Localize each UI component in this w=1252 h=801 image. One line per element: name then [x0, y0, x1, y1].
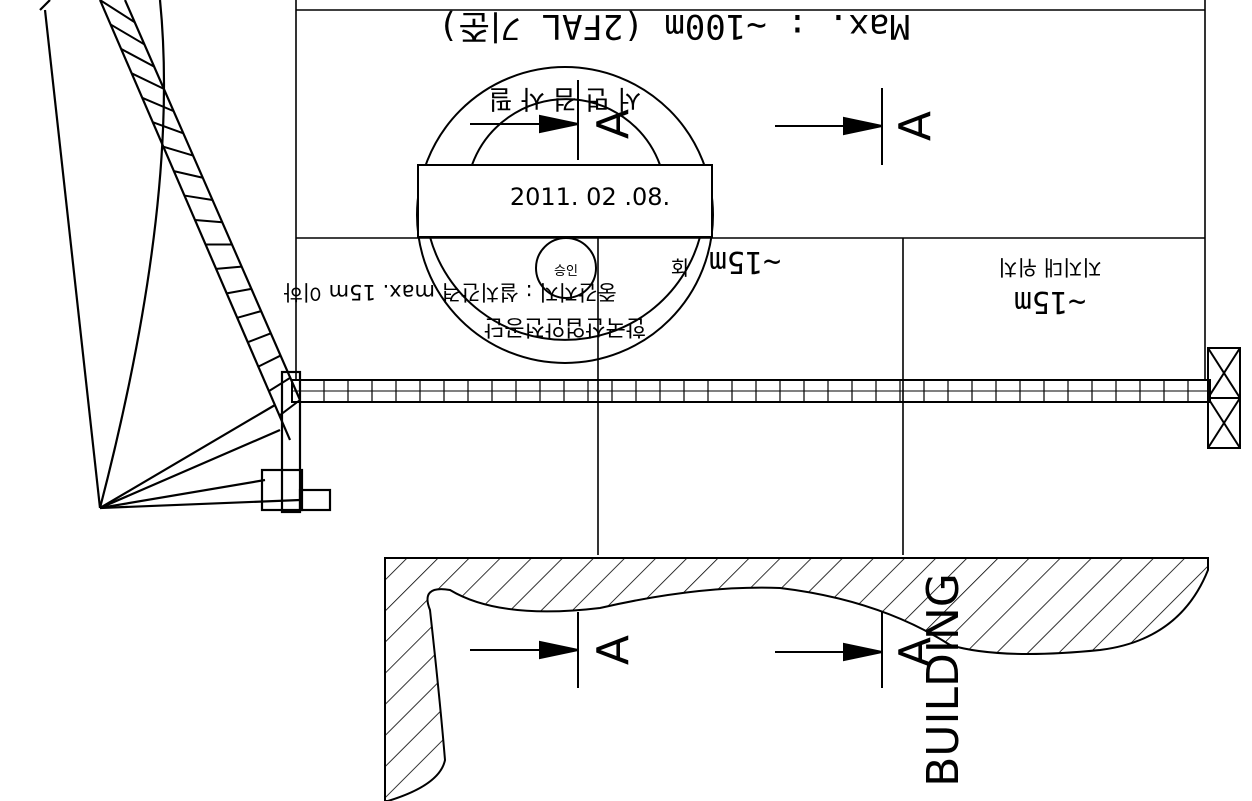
- lattice-brace: [278, 399, 301, 417]
- inspection-stamp: [416, 66, 714, 364]
- boom-end-module: [1207, 347, 1241, 449]
- lattice-crane: [39, 0, 332, 514]
- building-label: BUILDING: [918, 573, 969, 787]
- lattice-brace: [99, 0, 136, 24]
- lattice-brace: [184, 194, 213, 201]
- section-marker-top-left: [470, 80, 579, 160]
- lattice-brace: [236, 310, 262, 319]
- crane-lattice-bracing: [99, 0, 301, 417]
- building-section: [384, 557, 1209, 801]
- lattice-brace: [226, 287, 252, 295]
- lattice-brace: [247, 332, 272, 344]
- stamp-top-text: 서 면 검 사 필: [489, 83, 642, 113]
- section-label-a: A: [588, 635, 639, 665]
- section-label-a: A: [890, 111, 941, 141]
- max-length-label: Max. : ~100m (2FAL 기준): [438, 6, 910, 46]
- section-marker-bottom-right: [775, 612, 883, 688]
- section-label-a: A: [890, 637, 941, 667]
- stamp-date: 2011. 02 .08.: [510, 183, 670, 211]
- lattice-brace: [141, 96, 175, 113]
- lattice-brace: [120, 48, 155, 68]
- support-mid-label: ~15m: [1014, 284, 1086, 319]
- lattice-brace: [152, 121, 184, 135]
- lattice-brace: [268, 376, 291, 392]
- section-label-a: A: [588, 109, 639, 139]
- support-right-label: 지지대 위치: [998, 255, 1101, 279]
- lattice-brace: [173, 170, 204, 179]
- lattice-brace: [257, 354, 282, 368]
- stamp-center-text: 승인: [554, 264, 578, 279]
- lattice-brace: [110, 23, 145, 46]
- span-right-label: ~15m: [709, 244, 781, 279]
- span-mid-label: 중간지지 : 설치간격 max. 15m 이하: [283, 280, 616, 304]
- horizontal-boom: [291, 379, 1211, 403]
- lattice-brace: [194, 219, 223, 224]
- stamp-side-text: 회: [671, 256, 689, 280]
- section-marker-top-right: [775, 88, 883, 165]
- lattice-brace: [163, 145, 194, 157]
- boom-segment-marks: [299, 380, 1189, 402]
- lattice-brace: [131, 72, 165, 90]
- section-marker-bottom-left: [470, 612, 579, 688]
- lattice-brace: [216, 265, 242, 270]
- stamp-bottom-text: 한국산업안전공단: [484, 314, 646, 339]
